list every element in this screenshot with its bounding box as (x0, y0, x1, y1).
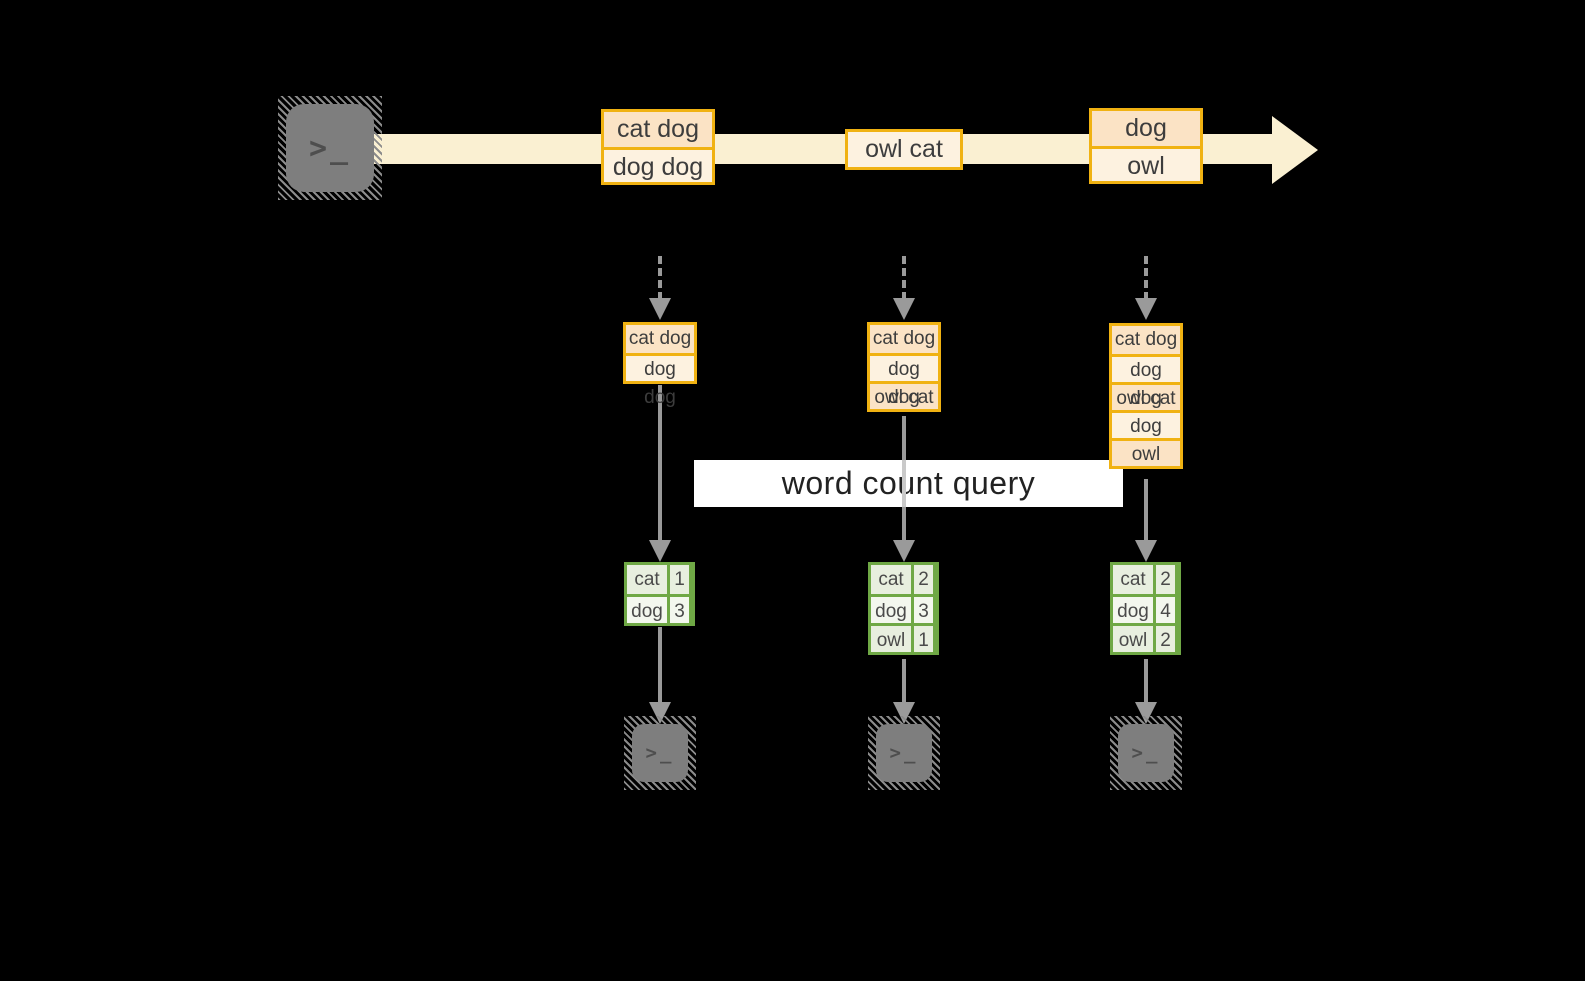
count-cell: 4 (1153, 597, 1175, 623)
stream-batch-2: owl cat (845, 129, 963, 170)
count-cell: 2 (1153, 565, 1175, 594)
window-record: owl (1112, 438, 1180, 466)
arrowhead-down-icon (893, 298, 915, 320)
query-label: word count query (694, 460, 1123, 507)
word-cell: owl (871, 626, 911, 652)
terminal-screen: >_ (286, 104, 374, 192)
dashed-arrow-line (902, 256, 906, 300)
terminal-icon: >_ (624, 716, 696, 790)
query-label-text: word count query (781, 465, 1036, 501)
arrowhead-down-icon (893, 540, 915, 562)
terminal-prompt-glyph: >_ (889, 742, 919, 764)
window-record: cat dog (870, 325, 938, 353)
stream-arrow-head-icon (1272, 116, 1318, 184)
word-cell: cat (871, 565, 911, 594)
window-record: cat dog (1112, 326, 1180, 354)
window-record: dog dog (1112, 354, 1180, 409)
dashed-arrow-line (658, 256, 662, 300)
window-record: owl cat (1112, 382, 1180, 410)
stream-record: dog (1092, 111, 1200, 146)
window-record: cat dog (626, 325, 694, 353)
terminal-screen: >_ (1118, 724, 1174, 782)
arrow-line (1144, 659, 1148, 704)
terminal-prompt-glyph: >_ (645, 742, 675, 764)
word-cell: dog (627, 597, 667, 623)
word-cell: dog (1113, 597, 1153, 623)
arrow-line-over-label (902, 460, 906, 507)
terminal-prompt-glyph: >_ (1131, 742, 1161, 764)
stream-record: cat dog (604, 112, 712, 147)
terminal-screen: >_ (632, 724, 688, 782)
count-cell: 1 (667, 565, 689, 594)
count-cell: 1 (911, 626, 933, 652)
arrow-line (1144, 479, 1148, 542)
terminal-prompt-glyph: >_ (308, 130, 352, 166)
word-cell: cat (627, 565, 667, 594)
arrowhead-down-icon (1135, 540, 1157, 562)
terminal-screen: >_ (876, 724, 932, 782)
window-record: dog dog (870, 353, 938, 408)
word-cell: dog (871, 597, 911, 623)
arrow-line (902, 659, 906, 704)
window-record: dog dog (626, 353, 694, 408)
arrow-line (658, 627, 662, 704)
word-cell: owl (1113, 626, 1153, 652)
count-cell: 2 (911, 565, 933, 594)
arrow-line (658, 385, 662, 542)
arrowhead-down-icon (1135, 298, 1157, 320)
window-record: owl cat (870, 381, 938, 409)
terminal-icon: >_ (278, 96, 382, 200)
arrowhead-down-icon (649, 540, 671, 562)
stream-record: dog dog (604, 147, 712, 182)
terminal-icon: >_ (868, 716, 940, 790)
stream-record: owl (1092, 146, 1200, 181)
dashed-arrow-line (1144, 256, 1148, 300)
stream-record: owl cat (848, 132, 960, 167)
arrowhead-down-icon (649, 298, 671, 320)
window-record: dog (1112, 410, 1180, 438)
count-cell: 2 (1153, 626, 1175, 652)
count-cell: 3 (667, 597, 689, 623)
count-cell: 3 (911, 597, 933, 623)
terminal-icon: >_ (1110, 716, 1182, 790)
word-cell: cat (1113, 565, 1153, 594)
